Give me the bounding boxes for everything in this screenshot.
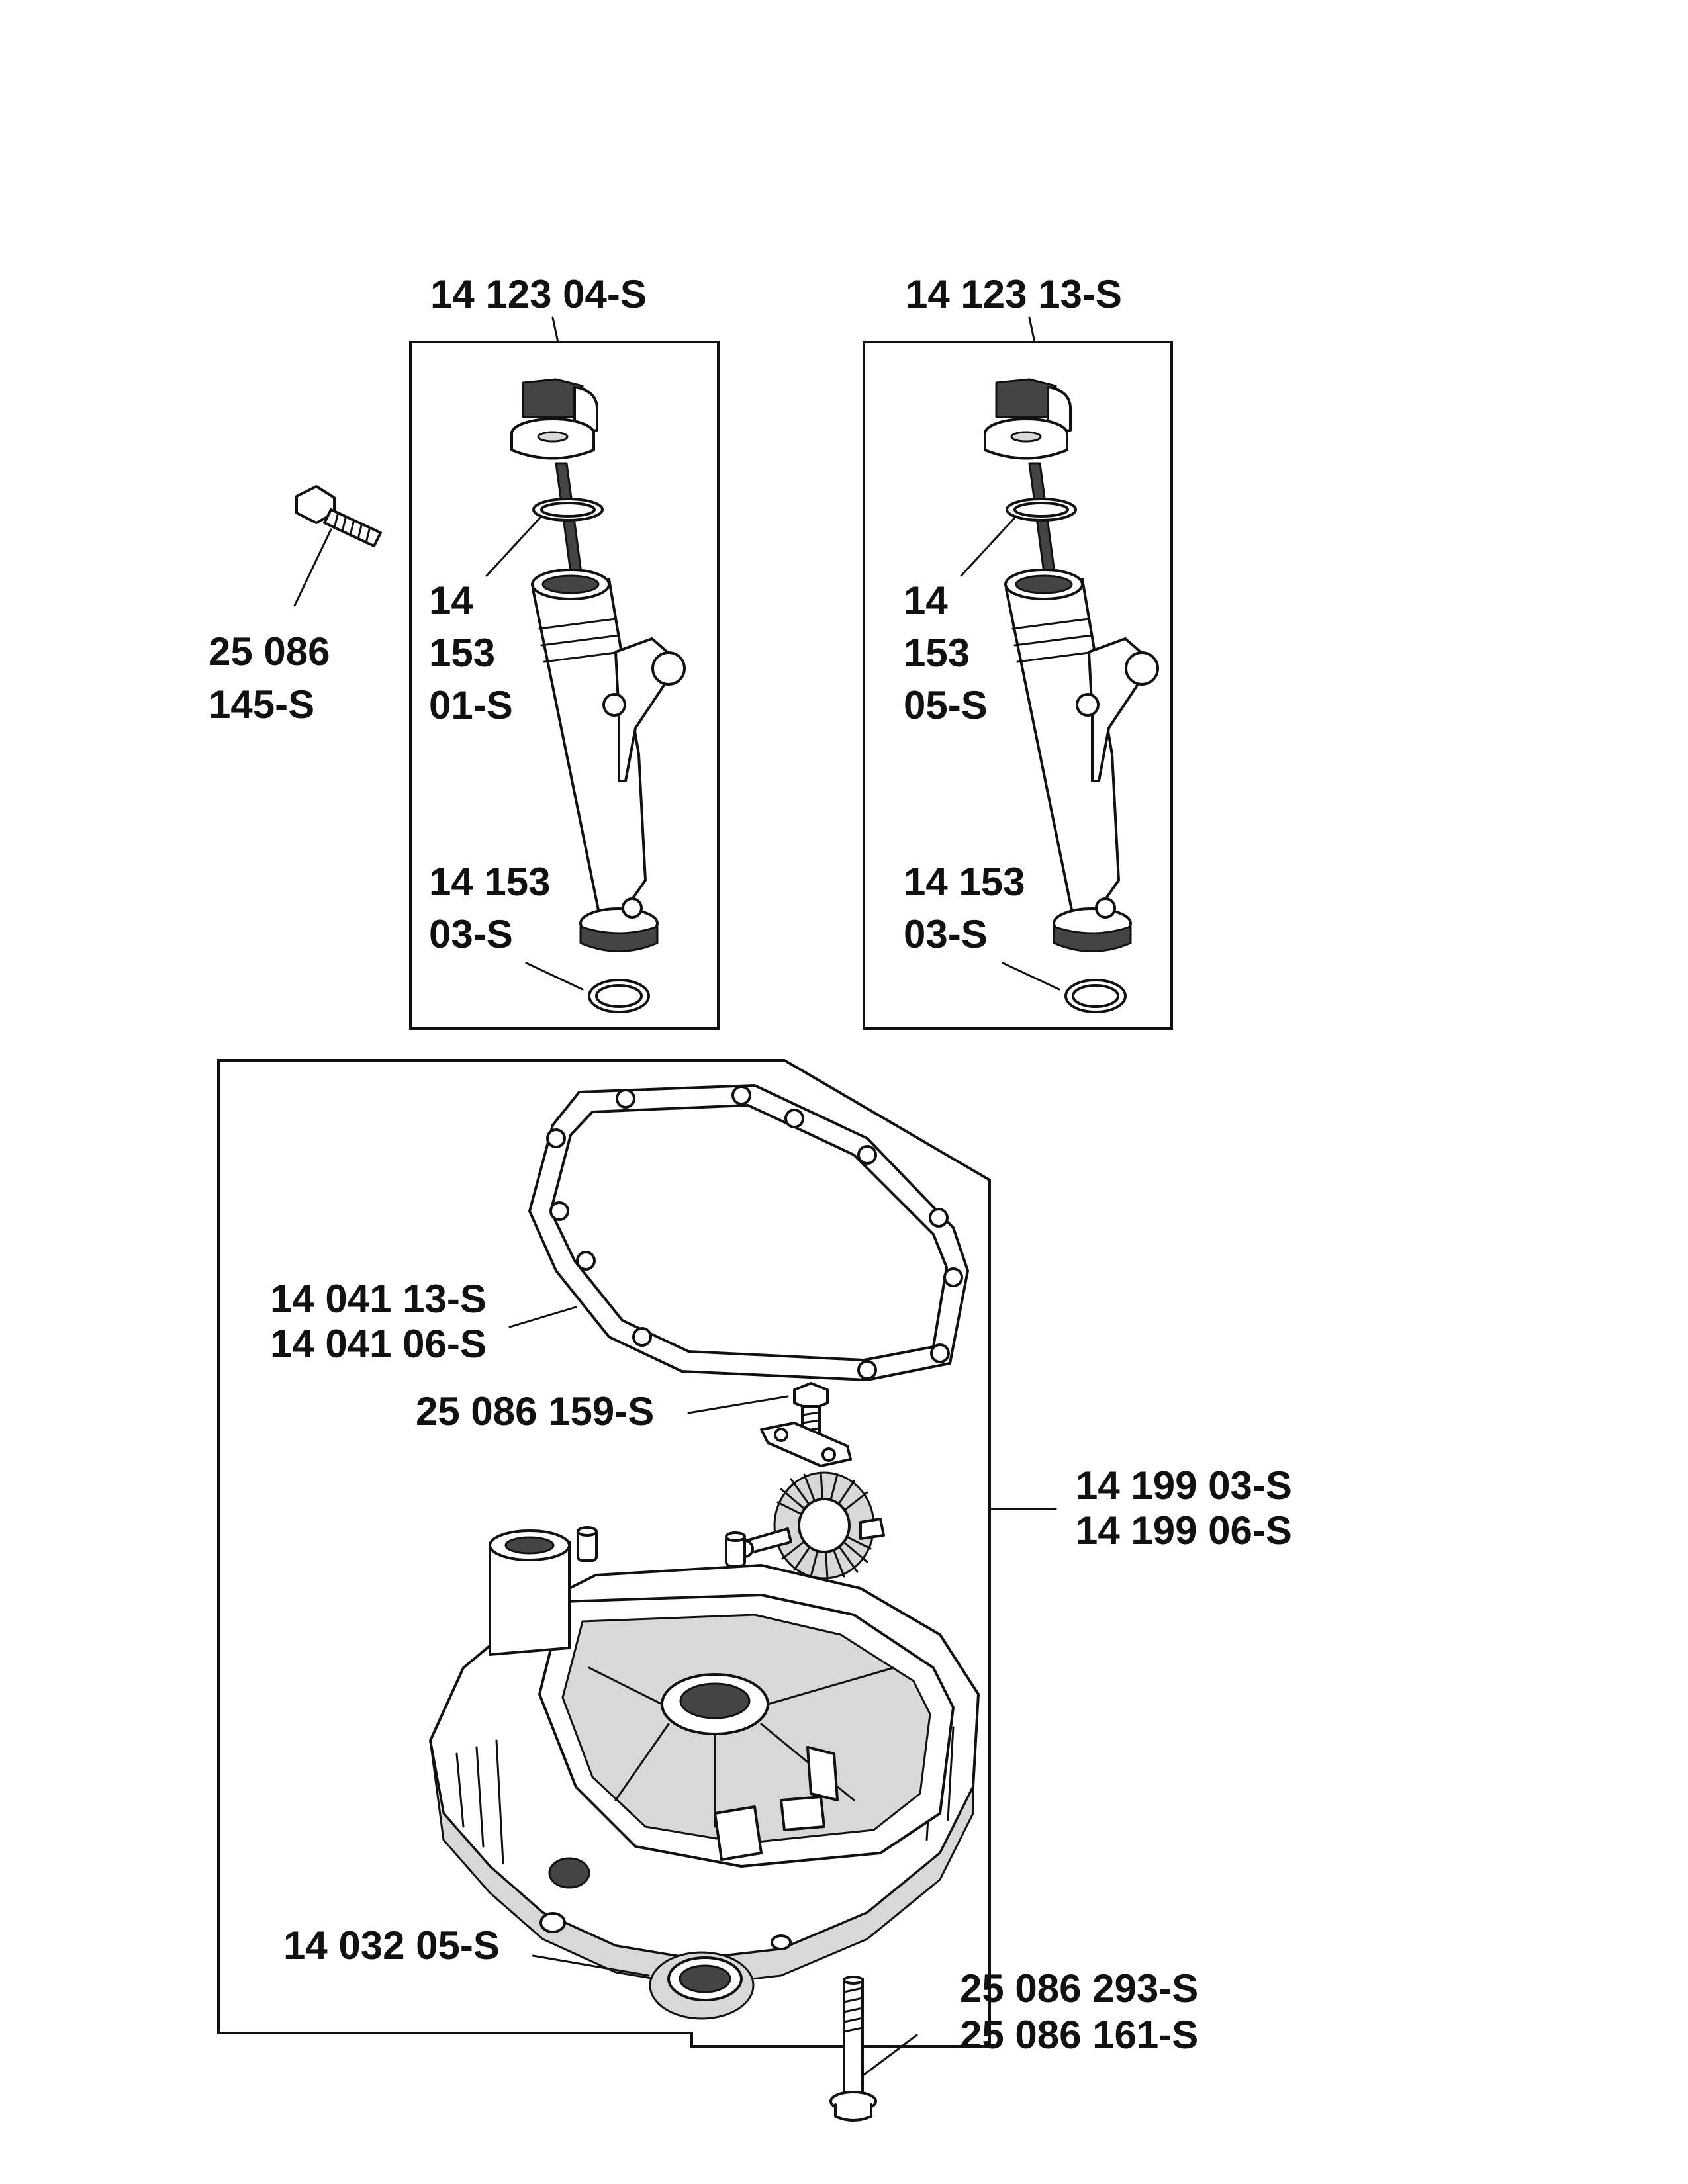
governor-gear (735, 1471, 885, 1580)
dipstick-cap-left (510, 378, 598, 460)
bolt-bottom (829, 1976, 877, 2122)
label-oil-seal: 14 032 05-S (283, 1923, 500, 1968)
dipstick-tube-left (531, 569, 686, 952)
oil-seal (649, 1951, 755, 2020)
label-gasket-2: 14 041 06-S (270, 1322, 487, 1366)
label-oring-right-2: 153 (904, 631, 970, 675)
screw-and-plate (760, 1382, 852, 1467)
dipstick-cap-right (984, 378, 1072, 460)
label-oring-right-3: 05-S (904, 683, 988, 727)
label-assembly-left: 14 123 04-S (430, 272, 647, 316)
label-oring-left-3: 01-S (429, 683, 513, 727)
label-oring-left-2: 153 (429, 631, 495, 675)
label-oring-right-1: 14 (904, 578, 948, 623)
dipstick-rod-left (555, 462, 584, 584)
label-bolt-bottom-2: 25 086 161-S (960, 2013, 1198, 2057)
label-seal-left-2: 03-S (429, 912, 513, 956)
label-bolt-top-1: 25 086 (209, 629, 330, 674)
label-gasket-1: 14 041 13-S (270, 1277, 487, 1321)
dipstick-rod-right (1028, 462, 1057, 584)
dipstick-assembly-left: 14 123 04-S (409, 272, 720, 1030)
label-oring-left-1: 14 (429, 578, 473, 623)
dowel-pin-right (725, 1531, 746, 1567)
label-sump-2: 14 199 06-S (1076, 1508, 1292, 1553)
bolt-top: 25 086 145-S (209, 485, 382, 727)
label-seal-right-2: 03-S (904, 912, 988, 956)
label-sump-1: 14 199 03-S (1076, 1463, 1292, 1508)
label-screw-mid: 25 086 159-S (416, 1389, 654, 1433)
dowel-pin-left (577, 1526, 598, 1562)
dipstick-assembly-right: 14 123 13-S 14 (863, 272, 1173, 1030)
label-bolt-bottom-1: 25 086 293-S (960, 1966, 1198, 2011)
assembly-box-right (863, 341, 1173, 1030)
dipstick-tube-right (1004, 569, 1159, 952)
label-seal-right-1: 14 153 (904, 860, 1025, 904)
gasket (528, 1084, 969, 1381)
label-bolt-top-2: 145-S (209, 682, 314, 727)
sump-body (429, 1529, 980, 1987)
label-assembly-right: 14 123 13-S (906, 272, 1122, 316)
assembly-box-left (409, 341, 720, 1030)
label-seal-left-1: 14 153 (429, 860, 551, 904)
sump-assembly-outline (217, 1059, 991, 2048)
